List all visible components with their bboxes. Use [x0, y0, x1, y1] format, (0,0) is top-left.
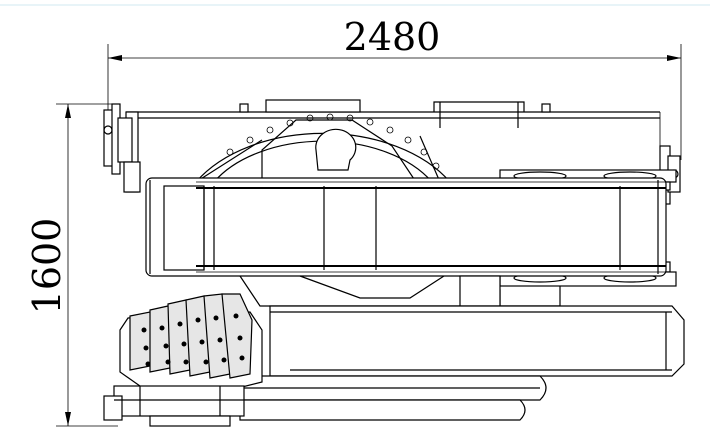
width-arrow-left [108, 55, 122, 61]
slewing-gear [194, 113, 452, 183]
height-label: 1600 [25, 218, 69, 315]
base-frame [103, 385, 245, 427]
lower-boom [239, 305, 685, 421]
left-flange-assembly [103, 103, 141, 193]
height-arrow-top [65, 104, 71, 118]
main-boom-arm [145, 177, 667, 277]
cutting-head [119, 293, 263, 389]
height-arrow-bottom [65, 412, 71, 426]
width-label: 2480 [344, 15, 441, 59]
height-dimension: 1600 [25, 103, 118, 427]
width-dimension: 2480 [107, 15, 682, 160]
width-arrow-right [667, 55, 681, 61]
